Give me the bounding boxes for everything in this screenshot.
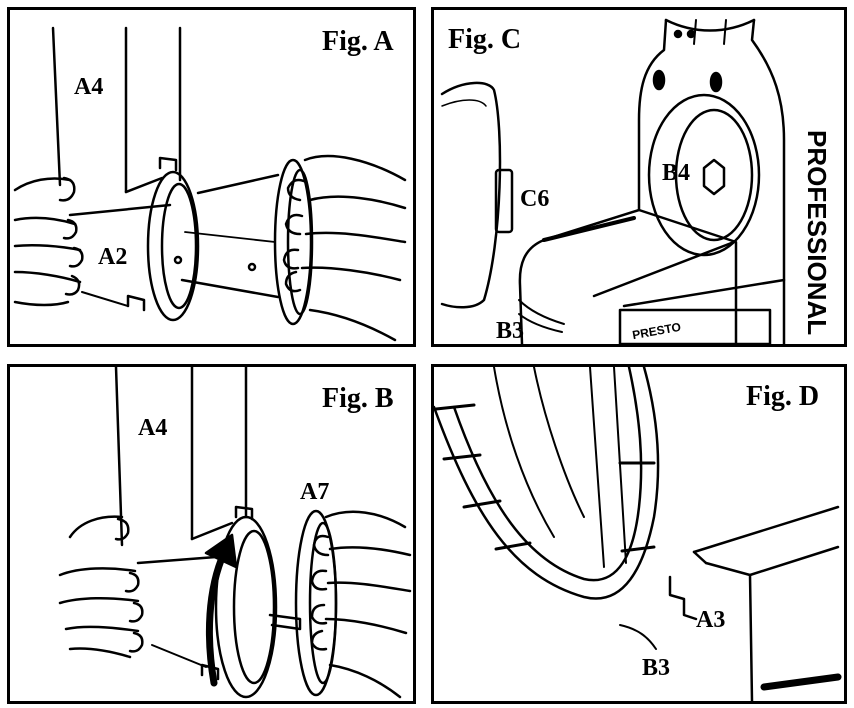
housing-hole [709,71,723,93]
label-a7: A7 [300,479,330,505]
housing-lip [704,545,840,577]
figure-d-panel: Fig. D A3 B3 [431,364,847,704]
brand-professional-text: PROFESSIONAL [802,130,832,336]
ring-inner [160,182,198,310]
figure-b-illustration [58,367,412,699]
c6-knob-shading [441,99,487,107]
label-a2: A2 [98,244,128,270]
b4-opening-inner [674,108,754,242]
housing-dot [673,29,683,39]
housing-lip [542,216,636,242]
a2-tube-detail [184,231,276,243]
b4-hex-socket [702,158,726,196]
figure-c-panel: Fig. C B4 C6 B3 PROFESSIONAL PRESTO [431,7,847,347]
figure-a-illustration [13,26,407,342]
rotation-arrow-shaft [205,549,228,687]
ring-tab [126,294,146,312]
a7-cutter-pin [268,613,302,631]
b4-opening-outer [647,93,761,257]
cutter-ring-inner [286,168,314,316]
figure-c-illustration [440,18,786,344]
figure-d-illustration [434,367,842,701]
right-hand-fingertips [282,178,308,293]
left-hand-fingers [58,515,140,659]
a2-tube-top [68,173,280,217]
figure-b-title: Fig. B [322,383,394,414]
a2-leader-line [81,291,129,307]
housing-outline [518,18,668,344]
a4-housing-bottom [124,176,164,194]
label-b3: B3 [642,655,671,681]
tube-top-line [136,555,218,565]
housing-hole [652,69,666,91]
ring-tab [158,156,178,172]
figure-d-title: Fig. D [746,381,820,412]
label-a4: A4 [138,415,168,441]
ring-outer [214,515,278,699]
body-diagonal [592,240,736,298]
ring-inner-line [589,367,605,568]
rotation-arrow-head [204,533,238,569]
ring-inner-line [613,367,627,564]
control-panel [618,308,772,344]
figure-c-title: Fig. C [448,24,522,55]
c6-knob-body [440,81,502,309]
figure-a-title: Fig. A [322,26,394,57]
b3-leader [619,624,657,650]
c6-knob-nut [494,168,514,234]
ring-inner-arc [493,367,555,538]
housing-top [664,18,756,32]
housing-top-edge [692,505,840,554]
left-hand-fingertips [114,517,144,653]
ring-inner-arc [533,367,585,518]
left-hand-fingers [13,177,82,307]
label-b3: B3 [496,318,525,344]
a2-tube-hole [173,255,183,265]
a7-cutter-ring-inner [308,521,338,685]
label-a4: A4 [74,74,104,100]
housing-dot [686,29,696,39]
housing-ridges [693,19,727,45]
right-hand-fingers [300,154,407,342]
a4-housing-bottom [190,521,234,541]
alignment-mark [760,673,842,691]
a2-tube-hole [247,262,257,272]
b3-lever-grooves [518,299,565,333]
housing-side [748,573,754,701]
a3-tab [668,575,698,621]
left-hand-fingertips [58,176,84,296]
right-hand-fingertips [310,534,330,651]
right-hand-fingers [324,510,412,699]
ring-tab [234,505,254,521]
housing-corner [692,550,708,565]
figure-b-panel: Fig. B A4 A7 [7,364,416,704]
a4-housing-left-edge [114,367,124,547]
figure-a-panel: Fig. A A4 A2 [7,7,416,347]
a4-housing-left-edge [51,26,62,187]
label-c6: C6 [520,186,550,212]
tube-leader-line [151,644,207,668]
body-base-line [622,278,786,308]
ring-inner [232,529,276,685]
housing-side [750,18,786,344]
ring-outer [146,170,200,322]
ring-middle-arc [452,367,643,582]
label-a3: A3 [696,607,726,633]
ring-ribs [434,403,656,553]
label-b4: B4 [662,160,691,186]
a2-tube-bottom [180,278,280,299]
ring-outer-arc [434,367,660,600]
